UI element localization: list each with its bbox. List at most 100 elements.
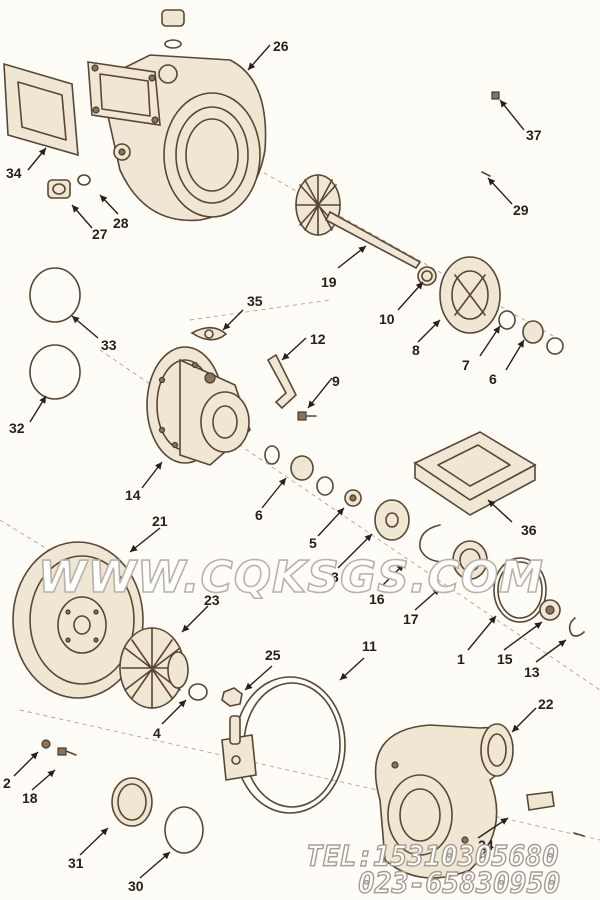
- bearing-housing: [146, 346, 251, 466]
- leader-arrowhead: [488, 178, 496, 186]
- leader-arrowhead: [72, 316, 80, 324]
- callout-6b: 6: [255, 507, 263, 523]
- seal-rings-right: [493, 557, 585, 637]
- callout-16: 16: [369, 591, 385, 607]
- washer-and-bolt: [41, 739, 77, 756]
- leader-arrowhead: [278, 478, 286, 486]
- leader-arrowhead: [154, 462, 162, 470]
- leader-arrowhead: [130, 544, 138, 552]
- leader-arrowhead: [396, 564, 404, 572]
- callout-33: 33: [101, 337, 117, 353]
- leader-arrowhead: [182, 624, 190, 632]
- leader-arrowhead: [72, 205, 80, 213]
- leader-arrowhead: [558, 640, 566, 647]
- leader-arrowhead: [432, 588, 440, 596]
- leader-arrowhead: [415, 282, 423, 290]
- bolt-9: [297, 411, 317, 421]
- callout-2: 2: [3, 775, 11, 791]
- screw-parts: [481, 91, 500, 177]
- bottom-rings: [111, 777, 204, 854]
- callout-4: 4: [153, 725, 161, 741]
- bearing-rings-middle: [264, 445, 362, 507]
- callout-labels: 26 34 28 27 37 29 19 10 8 7 6 33 35 12 9…: [3, 38, 554, 894]
- turbine-wheel-shaft: [295, 174, 437, 286]
- nut-25: [221, 687, 243, 707]
- watermark-text: WWW.CQKSGS.COM: [38, 552, 544, 603]
- callout-29: 29: [513, 202, 529, 218]
- compressor-housing: [374, 723, 514, 879]
- callout-7: 7: [462, 357, 470, 373]
- callout-17: 17: [403, 611, 419, 627]
- callout-13: 13: [524, 664, 540, 680]
- callout-24: 24: [478, 837, 494, 853]
- plug-fitting: [47, 174, 91, 199]
- leader-arrowhead: [282, 352, 290, 360]
- leader-arrowhead: [500, 818, 508, 825]
- leader-arrowhead: [493, 326, 500, 334]
- callout-37: 37: [526, 127, 542, 143]
- leader-arrowhead: [308, 400, 316, 408]
- leader-arrowhead: [178, 700, 186, 708]
- leader-arrowhead: [223, 322, 231, 330]
- leader-arrowhead: [488, 616, 496, 624]
- callout-28: 28: [113, 215, 129, 231]
- callout-19: 19: [321, 274, 337, 290]
- callout-25: 25: [265, 647, 281, 663]
- leader-line: [467, 615, 497, 651]
- leader-arrowhead: [364, 534, 372, 542]
- leader-arrowhead: [512, 724, 520, 732]
- leader-arrowhead: [38, 148, 46, 156]
- callout-35: 35: [247, 293, 263, 309]
- callout-11: 11: [362, 638, 377, 654]
- leader-arrowhead: [248, 62, 256, 70]
- callout-36: 36: [521, 522, 537, 538]
- leader-arrowhead: [30, 752, 38, 760]
- lock-clip: [266, 353, 297, 410]
- leader-line: [337, 533, 373, 569]
- callout-30: 30: [128, 878, 144, 894]
- compressor-backplate: [12, 541, 144, 699]
- thrust-parts: [374, 499, 488, 580]
- leader-arrowhead: [100, 195, 108, 203]
- callout-8: 8: [412, 342, 420, 358]
- exhaust-gasket: [3, 62, 79, 157]
- callout-31: 31: [68, 855, 84, 871]
- o-rings: [29, 267, 81, 400]
- bracket-24: [526, 791, 585, 837]
- leader-arrowhead: [534, 622, 542, 629]
- leader-lines: [13, 44, 567, 879]
- callout-10: 10: [379, 311, 395, 327]
- leader-arrowhead: [100, 828, 108, 836]
- callout-23: 23: [204, 592, 220, 608]
- gasket-35: [190, 326, 228, 341]
- leader-arrowhead: [47, 770, 55, 778]
- callout-21: 21: [152, 513, 168, 529]
- callout-12: 12: [310, 331, 326, 347]
- flange-gasket: [413, 431, 537, 516]
- leader-arrowhead: [340, 672, 348, 680]
- callout-27: 27: [92, 226, 108, 242]
- leader-arrowhead: [500, 100, 508, 108]
- callout-26: 26: [273, 38, 289, 54]
- compressor-wheel: [119, 627, 208, 709]
- contact-tel: 023-65830950: [358, 867, 560, 900]
- leader-arrowhead: [245, 682, 253, 690]
- leader-arrowhead: [488, 500, 496, 508]
- leader-arrowhead: [162, 852, 170, 860]
- callout-14: 14: [125, 487, 141, 503]
- turbine-housing: [87, 9, 267, 222]
- contact-phone: TEL:15310305680: [306, 840, 559, 873]
- leader-arrowhead: [336, 508, 344, 516]
- callout-1: 1: [457, 651, 465, 667]
- callout-34: 34: [6, 165, 22, 181]
- leader-arrowhead: [432, 320, 440, 328]
- callout-32: 32: [9, 420, 25, 436]
- callout-18: 18: [22, 790, 38, 806]
- heat-shield: [439, 256, 564, 355]
- v-band-clamp: [221, 676, 346, 814]
- leader-arrowhead: [39, 396, 46, 404]
- leader-arrowhead: [358, 246, 366, 254]
- leader-arrowhead: [517, 340, 524, 348]
- leader-line: [503, 621, 543, 651]
